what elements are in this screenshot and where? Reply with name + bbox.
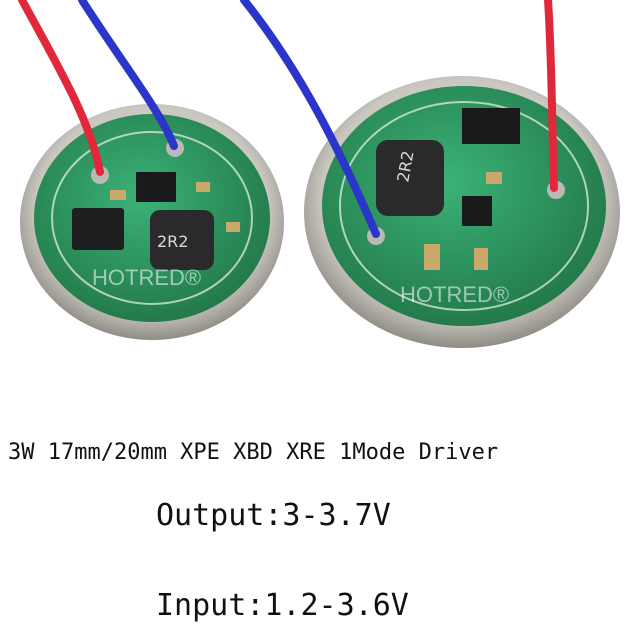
product-photo: 2R2 2R2 HOTRED® HOTRED® (18, 0, 620, 348)
right-inductor (376, 140, 444, 216)
left-red-wire (18, 0, 104, 176)
left-inductor-label: 2R2 (157, 232, 188, 251)
left-inductor (150, 210, 214, 270)
right-controller-chip (462, 196, 492, 226)
product-title: 3W 17mm/20mm XPE XBD XRE 1Mode Driver (8, 440, 499, 465)
left-mosfet-chip (72, 208, 124, 250)
right-diode-chip (462, 108, 520, 144)
left-driver-board: 2R2 (20, 104, 284, 340)
right-driver-board: 2R2 (304, 76, 620, 348)
input-spec: Input:1.2-3.6V (156, 588, 409, 623)
left-blue-wire (78, 0, 178, 150)
right-watermark: HOTRED® (400, 282, 509, 307)
output-spec: Output:3-3.7V (156, 498, 391, 533)
right-blue-wire (240, 0, 380, 238)
left-watermark: HOTRED® (92, 265, 201, 290)
right-red-wire (544, 0, 558, 192)
left-controller-chip (136, 172, 176, 202)
